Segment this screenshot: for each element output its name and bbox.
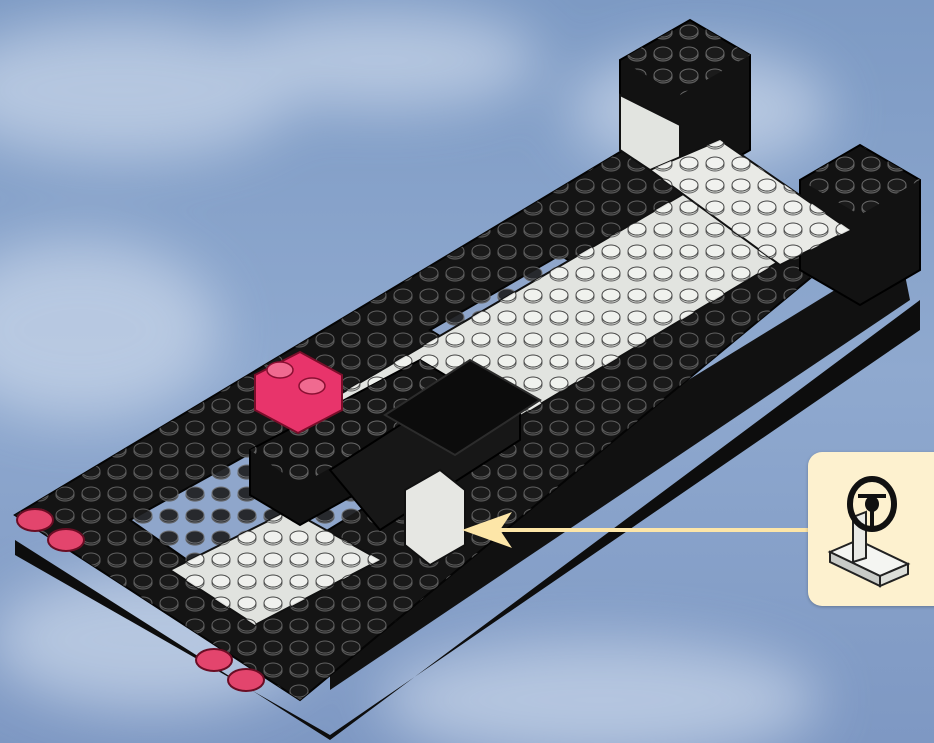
steering-wheel-icon: [808, 452, 934, 606]
parts-callout: [808, 452, 934, 606]
